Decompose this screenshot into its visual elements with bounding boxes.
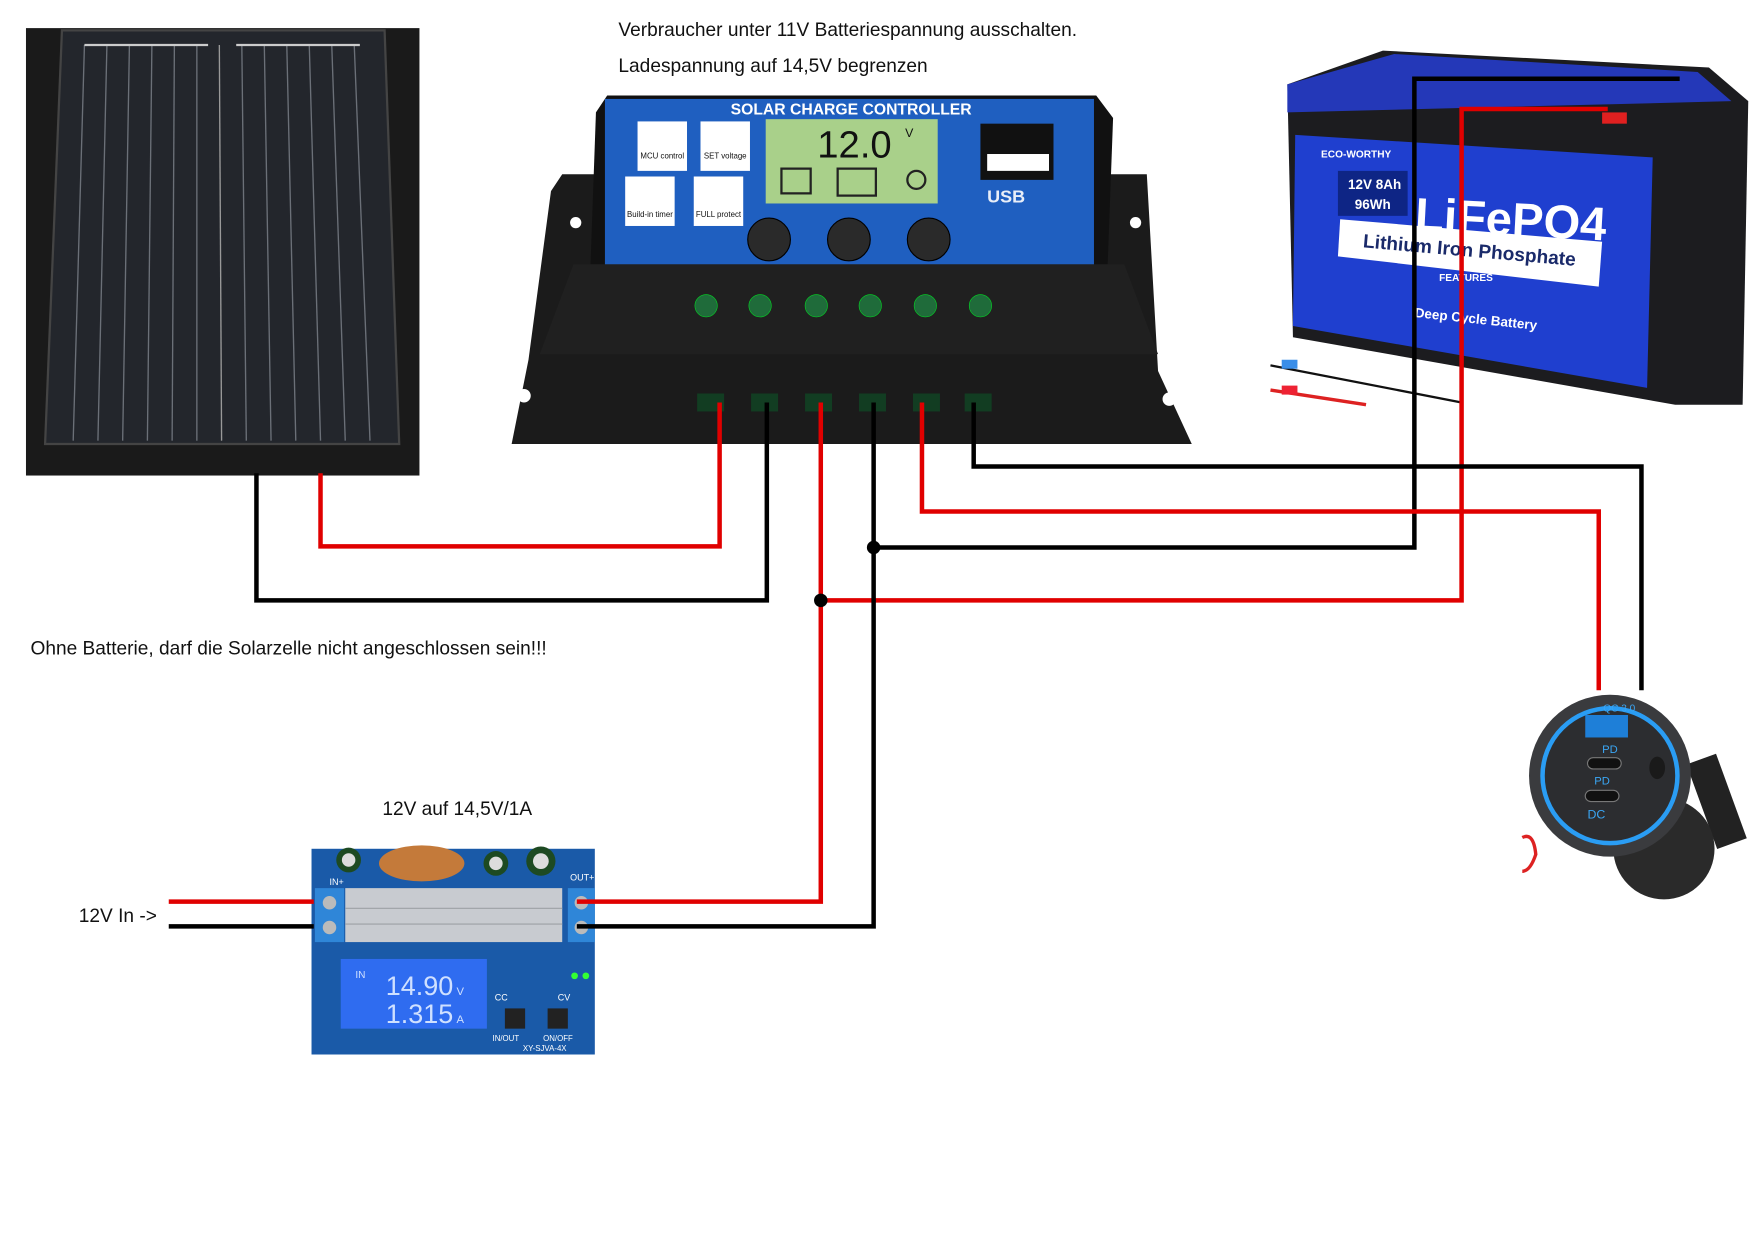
power-switch[interactable] — [1649, 756, 1666, 780]
wires — [168, 76, 1680, 929]
usb-socket: QC 3.0 PD PD DC — [1521, 694, 1747, 900]
port-pd1-label: PD — [1602, 744, 1618, 756]
converter-voltage: 14.90 — [386, 971, 454, 1001]
battery-features-title: FEATURES — [1439, 273, 1493, 284]
controller-voltage: 12.0 — [817, 123, 891, 166]
usb-label: USB — [987, 186, 1025, 206]
port-dc-label: DC — [1587, 807, 1605, 821]
junction-positive — [814, 593, 828, 608]
port-qc-label: QC 3.0 — [1603, 704, 1635, 715]
converter-voltage-unit: V — [457, 986, 465, 998]
controller-lcd — [765, 119, 938, 204]
down-button[interactable] — [906, 217, 951, 262]
out-plus-label: OUT+ — [570, 872, 594, 882]
wire-battery-positive-converter — [576, 402, 824, 904]
feature-timer: Build-in timer — [627, 210, 673, 219]
lifepo4-battery: ECO-WORTHY 12V 8Ah 96Wh LiFePO4 Lithium … — [1270, 50, 1749, 407]
usb-c-port-1 — [1586, 757, 1622, 770]
cc-label: CC — [495, 993, 508, 1003]
cv-label: CV — [558, 993, 570, 1003]
converter-mode: IN — [355, 970, 365, 981]
menu-button[interactable] — [747, 217, 791, 262]
up-button[interactable] — [826, 217, 871, 262]
controller-voltage-unit: V — [905, 126, 914, 140]
in-plus-label: IN+ — [330, 877, 344, 887]
on-off-button[interactable] — [547, 1008, 568, 1029]
junction-negative — [866, 540, 881, 555]
on-off-label: ON/OFF — [543, 1034, 573, 1043]
wire-battery-negative-converter — [576, 402, 876, 929]
usb-a-port — [1585, 714, 1628, 738]
solar-panel — [25, 28, 420, 476]
controller-title: SOLAR CHARGE CONTROLLER — [731, 102, 973, 119]
buck-boost-converter: IN+ OUT+ IN 14.90 V 1.315 A CC CV IN/OUT… — [311, 845, 595, 1055]
note-load-disconnect: Verbraucher unter 11V Batteriespannung a… — [618, 20, 1077, 41]
in-out-label: IN/OUT — [493, 1034, 520, 1043]
feature-mcu: MCU control — [640, 152, 684, 161]
wire-load-positive — [919, 402, 1601, 691]
wire-solar-positive — [318, 402, 722, 549]
battery-brand: ECO-WORTHY — [1321, 149, 1391, 160]
model-label: XY-SJVA-4X — [523, 1044, 567, 1053]
input-label: 12V In -> — [79, 906, 157, 927]
bulb-icon — [906, 169, 927, 190]
note-charge-limit: Ladespannung auf 14,5V begrenzen — [618, 56, 927, 77]
wire-battery-negative — [871, 76, 1680, 550]
battery-energy: 96Wh — [1355, 197, 1391, 212]
converter-lcd — [340, 958, 487, 1029]
battery-icon — [836, 167, 877, 197]
solar-icon — [780, 167, 812, 195]
feature-protect: FULL protect — [696, 210, 742, 219]
wire-battery-positive — [818, 106, 1608, 603]
note-solar-warning: Ohne Batterie, darf die Solarzelle nicht… — [30, 638, 546, 659]
converter-current: 1.315 — [386, 999, 454, 1029]
wire-solar-negative — [254, 402, 770, 603]
port-pd2-label: PD — [1594, 776, 1610, 788]
battery-capacity: 12V 8Ah — [1348, 177, 1401, 192]
wire-load-negative — [971, 402, 1644, 691]
usb-c-port-2 — [1584, 789, 1620, 803]
solar-charge-controller: SOLAR CHARGE CONTROLLER MCU control SET … — [511, 95, 1192, 445]
converter-current-unit: A — [457, 1014, 465, 1026]
feature-set: SET voltage — [704, 152, 747, 161]
converter-title: 12V auf 14,5V/1A — [382, 799, 532, 820]
in-out-button[interactable] — [504, 1008, 526, 1029]
